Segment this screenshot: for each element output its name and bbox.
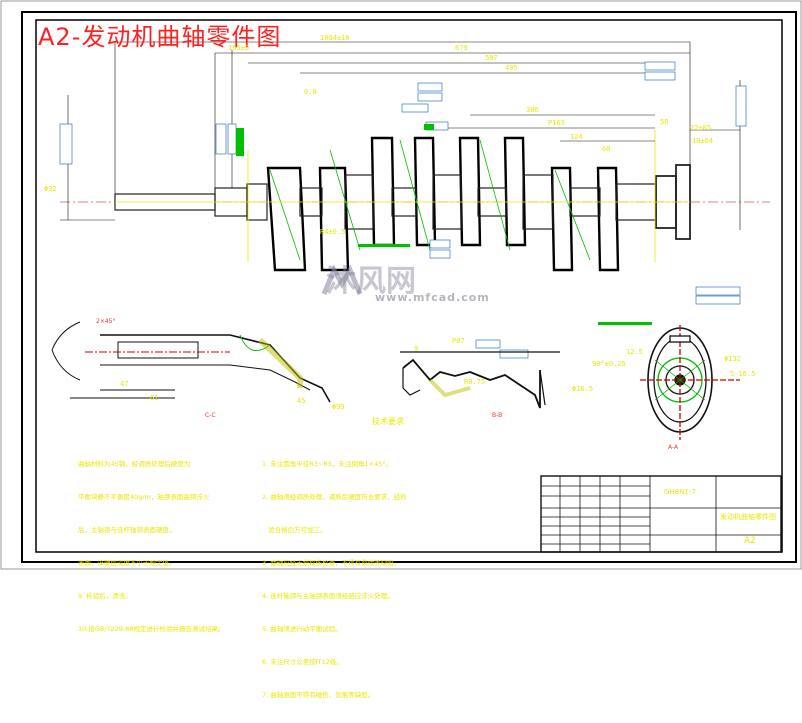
- watermark-url: www.mfcad.com: [375, 291, 490, 304]
- title-block-size: A2: [744, 536, 756, 546]
- tech-requirements-right: 1. 未注圆角半径R3~R5，未注倒角1×45°。 2. 曲轴须经调质处理，调质…: [262, 437, 407, 723]
- dim-125: 12.5: [626, 348, 643, 356]
- detail-a: [640, 325, 740, 440]
- dim-679: 679: [455, 44, 468, 52]
- cad-drawing: [0, 0, 802, 570]
- dim-306: 306: [526, 106, 539, 114]
- dim-10: 10±04: [692, 137, 714, 145]
- dim-phi32: Φ32: [44, 185, 57, 193]
- note-line: 4. 连杆轴颈与主轴颈表面须经感应淬火处理。: [262, 592, 394, 600]
- note-line: 2. 曲轴须经调质处理，调质后硬度符合要求，经检: [262, 493, 407, 501]
- note-line: 9. 检验后，清洗。: [78, 592, 132, 600]
- note-line: 7. 曲轴表面不得有碰伤、划痕等缺陷。: [262, 691, 375, 699]
- section-label-a: A-A: [668, 444, 679, 451]
- note-line: 表面，淬硬层深度不小于规定值。: [78, 559, 176, 567]
- dim-9: 9: [414, 345, 419, 353]
- dim-r4: R4±0.5: [320, 228, 346, 236]
- note-line: 6. 未注尺寸公差按IT12级。: [262, 658, 343, 666]
- note-line: 5. 曲轴须进行动平衡试验。: [262, 625, 342, 633]
- dim-495: 495: [505, 64, 518, 72]
- note-line: 验合格后方可加工。: [262, 526, 327, 534]
- tech-requirements-left: 曲轴材料为45钢，经调质处理后硬度为 平衡块静不平衡度40g/m，轴颈表面高频淬…: [78, 437, 225, 657]
- crankshaft-main-view: [60, 130, 770, 272]
- dim-phi99: Φ99: [332, 403, 345, 411]
- dim-61: 61: [150, 394, 159, 402]
- dim-165: 165±0: [228, 44, 250, 52]
- note-line: 后，主轴颈与连杆轴颈表面硬度，: [78, 526, 176, 534]
- dim-overall: 1004±10: [320, 34, 350, 42]
- note-line: 10.按GB/T229-88规定进行检验并报告测试结果。: [78, 625, 225, 633]
- dim-p163: P163: [548, 119, 565, 127]
- title-block-part-name: 发动机曲轴零件图: [720, 513, 776, 521]
- dim-r075: R0.75: [464, 378, 486, 386]
- note-line: 平衡块静不平衡度40g/m，轴颈表面高频淬火: [78, 493, 210, 501]
- dim-22: 22±05: [690, 124, 712, 132]
- chamfer-note: 2×45°: [96, 318, 116, 325]
- title-block-grid: [540, 475, 782, 553]
- drawing-sheet: A2-发动机曲轴零件图 沐风网 www.mfcad.com 1004±10 67…: [0, 0, 802, 699]
- dim-587: 587: [485, 54, 498, 62]
- dim-5-165: 5-16.5: [730, 370, 756, 378]
- dimension-lines: [60, 41, 741, 230]
- watermark-brand: 沐风网: [326, 264, 416, 299]
- highlight-bars: [236, 124, 652, 325]
- detail-c: [51, 321, 331, 403]
- dim-56: 56: [660, 118, 669, 126]
- dim-47: 47: [120, 380, 129, 388]
- title-block-drawing-no: GH8N1-7: [664, 488, 696, 496]
- note-line: 曲轴材料为45钢，经调质处理后硬度为: [78, 460, 191, 468]
- section-label-c: C-C: [205, 412, 216, 419]
- dim-60: 60: [602, 145, 611, 153]
- drawing-title: A2-发动机曲轴零件图: [38, 23, 282, 51]
- dim-45: 45: [297, 397, 306, 405]
- tech-requirements-heading: 技术要求: [372, 417, 404, 426]
- dim-phi165: Φ16.5: [572, 385, 594, 393]
- dim-roughness: 0.8: [304, 88, 317, 96]
- dim-p97: P97: [452, 337, 465, 345]
- detail-b: [400, 351, 560, 409]
- note-line: 1. 未注圆角半径R3~R5，未注倒角1×45°。: [262, 460, 393, 468]
- dim-124: 124: [570, 133, 583, 141]
- dim-phi132: Φ132: [724, 355, 741, 363]
- watermark-logo-icon: [321, 264, 363, 295]
- section-label-b: B-B: [492, 412, 503, 419]
- crank-webs: [266, 136, 620, 272]
- note-line: 3. 曲轴应经无损探伤检查，不得有裂纹等缺陷。: [262, 559, 401, 567]
- tolerance-frames: [59, 61, 747, 359]
- dim-angle: 90°±0.25: [592, 360, 626, 368]
